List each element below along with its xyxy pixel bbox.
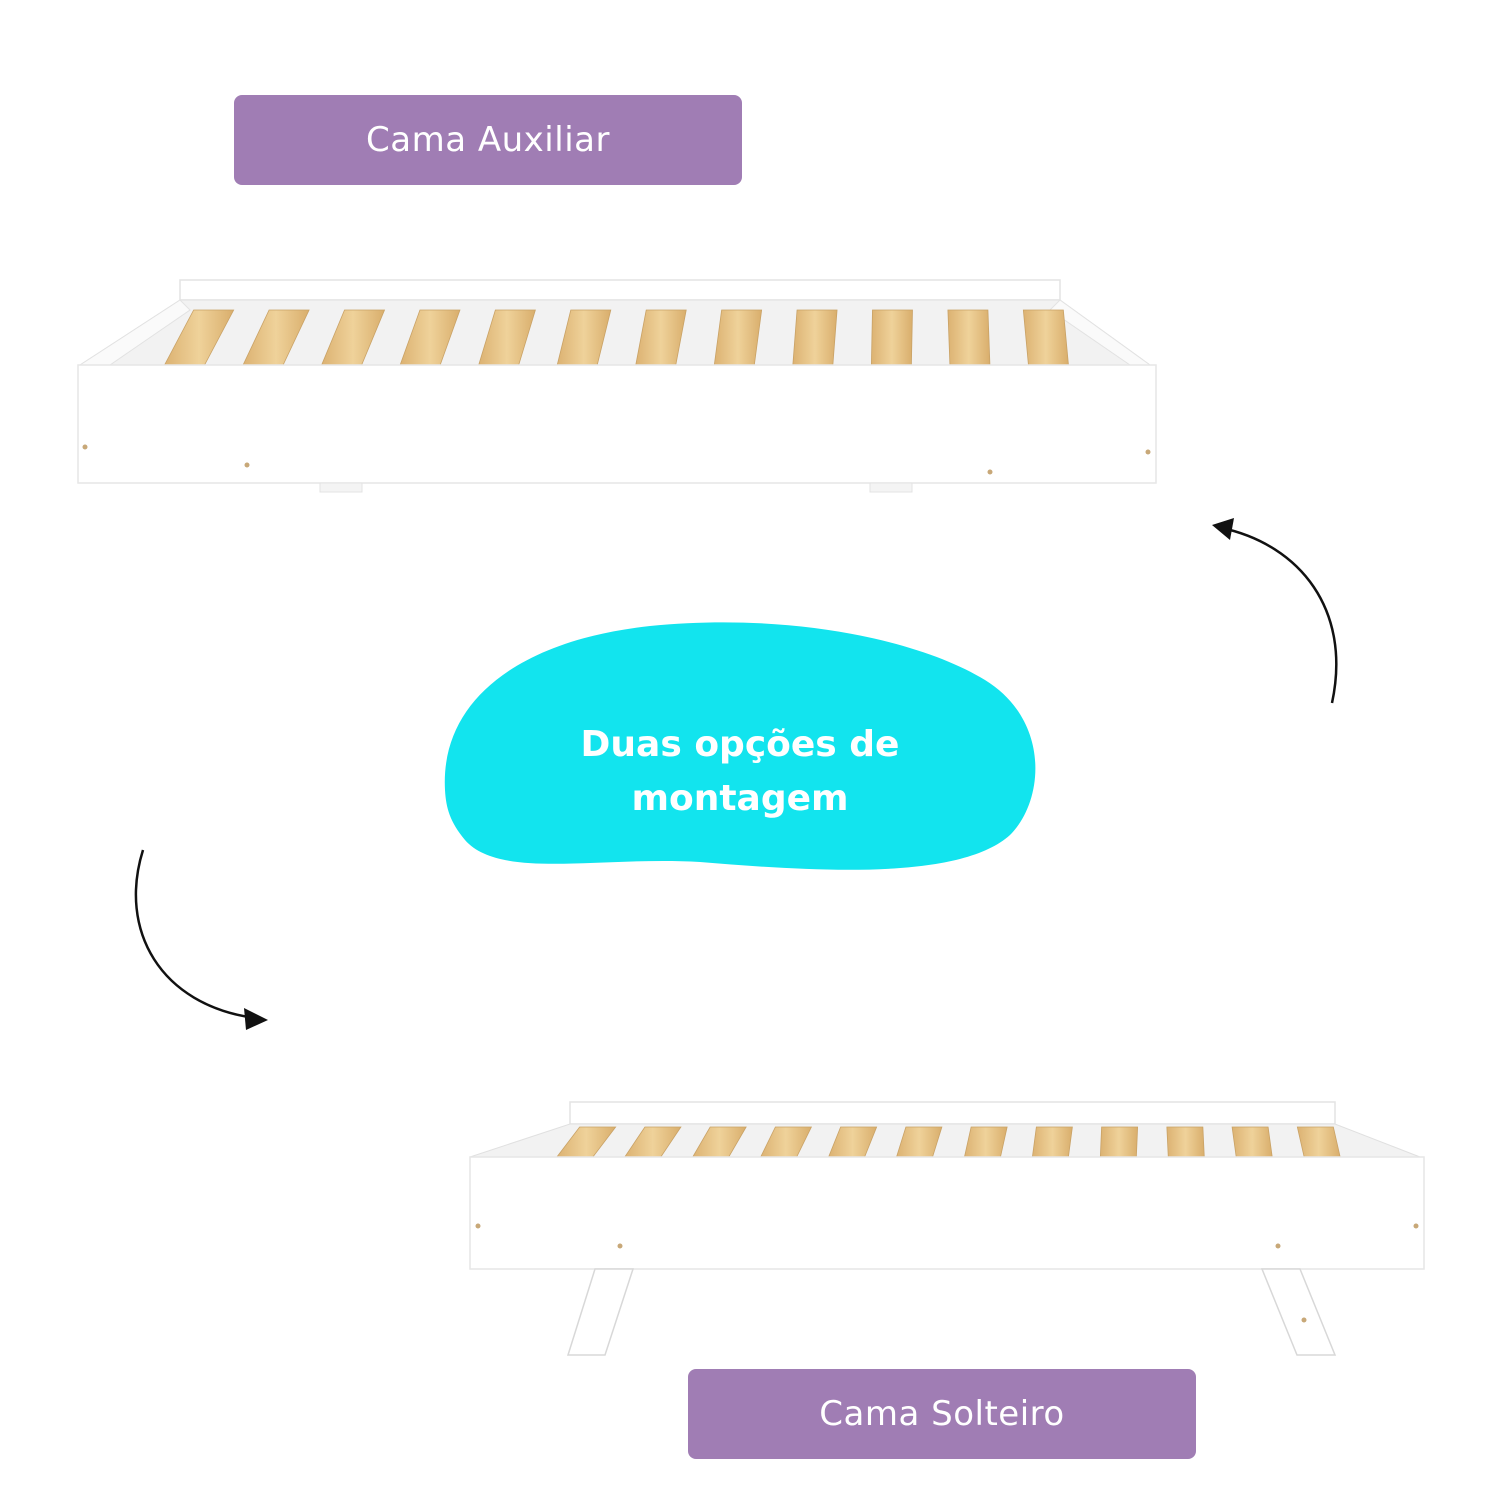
bed-slat <box>947 309 991 366</box>
bed-slat <box>792 309 838 366</box>
bed-slat <box>1296 1126 1341 1158</box>
assembly-options-text: Duas opções de montagem <box>580 724 900 819</box>
bed-slat <box>963 1126 1008 1158</box>
curved-arrow-icon <box>1212 518 1338 704</box>
bed-slat <box>870 309 913 366</box>
bed-slat <box>713 309 763 366</box>
single-bed-image <box>469 1101 1425 1356</box>
bed-slat <box>1031 1126 1073 1158</box>
bed-slat <box>1099 1126 1139 1158</box>
cama-auxiliar-label: Cama Auxiliar <box>234 95 742 185</box>
cama-solteiro-label: Cama Solteiro <box>688 1369 1196 1459</box>
highlight-blob <box>444 622 1036 870</box>
bed-slat <box>1166 1126 1205 1158</box>
bed-slat <box>1231 1126 1273 1158</box>
bed-slat <box>1022 309 1069 366</box>
curved-arrow-icon <box>134 849 268 1030</box>
trundle-bed-image <box>77 279 1157 493</box>
